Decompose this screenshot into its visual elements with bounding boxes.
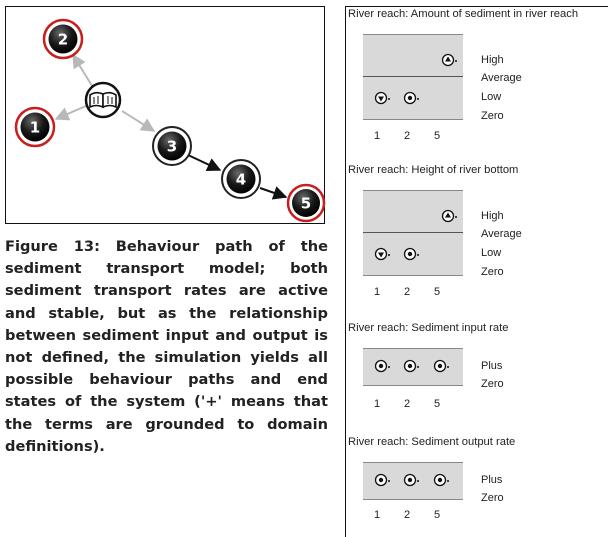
steady-marker-icon: [403, 91, 419, 105]
state-tick: 2: [403, 509, 411, 521]
panel-title: River reach: Sediment input rate: [348, 322, 509, 334]
steady-marker-icon: [433, 473, 449, 487]
state-node-2[interactable]: 2: [42, 18, 84, 60]
state-tick: 2: [403, 398, 411, 410]
decreasing-marker-icon: [374, 247, 390, 261]
steady-marker-icon: [433, 359, 449, 373]
steady-marker-icon: [374, 359, 390, 373]
state-tick: 5: [433, 509, 441, 521]
state-tick: 1: [373, 509, 381, 521]
state-node-4[interactable]: 4: [221, 159, 261, 199]
state-node-2-label: 2: [58, 31, 68, 49]
state-tick: 5: [433, 130, 441, 142]
behaviour-graph: 2 1 3: [5, 6, 326, 224]
state-node-1-label: 1: [30, 119, 40, 137]
state-node-5-label: 5: [301, 195, 311, 213]
panel-title: River reach: Sediment output rate: [348, 436, 516, 448]
state-node-4-label: 4: [236, 171, 246, 189]
level-label: Low: [481, 247, 502, 259]
steady-marker-icon: [403, 247, 419, 261]
edge-start-to-2: [72, 53, 95, 90]
state-node-3-label: 3: [167, 138, 177, 156]
quantity-panels-frame: [345, 6, 608, 537]
state-node-3[interactable]: 3: [152, 126, 192, 166]
book-icon: [89, 91, 117, 109]
level-label: High: [481, 54, 504, 66]
figure-caption: Figure 13: Behaviour path of the sedimen…: [5, 238, 328, 455]
panel-title: River reach: Amount of sediment in river…: [348, 8, 579, 20]
edge-4-to-5: [259, 186, 288, 200]
start-node[interactable]: [84, 81, 122, 119]
increasing-marker-icon: [441, 53, 457, 67]
level-label: Average: [481, 228, 522, 240]
state-tick: 2: [403, 130, 411, 142]
state-node-5[interactable]: 5: [286, 183, 326, 223]
state-tick: 2: [403, 286, 411, 298]
level-divider: [363, 76, 463, 77]
level-label: Zero: [481, 266, 504, 278]
state-tick: 1: [373, 286, 381, 298]
edge-start-to-3: [121, 110, 156, 132]
state-tick: 1: [373, 398, 381, 410]
edge-start-to-1: [54, 104, 89, 121]
level-label: Low: [481, 91, 502, 103]
level-divider: [363, 232, 463, 233]
panel-title: River reach: Height of river bottom: [348, 164, 519, 176]
steady-marker-icon: [403, 359, 419, 373]
decreasing-marker-icon: [374, 91, 390, 105]
state-node-1[interactable]: 1: [14, 106, 56, 148]
level-label: High: [481, 210, 504, 222]
state-tick: 1: [373, 130, 381, 142]
state-tick: 5: [433, 398, 441, 410]
quantity-space-box: [363, 34, 463, 120]
steady-marker-icon: [374, 473, 390, 487]
quantity-space-box: [363, 190, 463, 276]
behaviour-graph-svg: 2 1 3: [14, 18, 326, 223]
steady-marker-icon: [403, 473, 419, 487]
level-label: Zero: [481, 492, 504, 504]
state-tick: 5: [433, 286, 441, 298]
level-label: Average: [481, 72, 522, 84]
increasing-marker-icon: [441, 209, 457, 223]
level-label: Zero: [481, 378, 504, 390]
level-label: Zero: [481, 110, 504, 122]
edge-3-to-4: [187, 154, 222, 171]
level-label: Plus: [481, 474, 503, 486]
level-label: Plus: [481, 360, 503, 372]
